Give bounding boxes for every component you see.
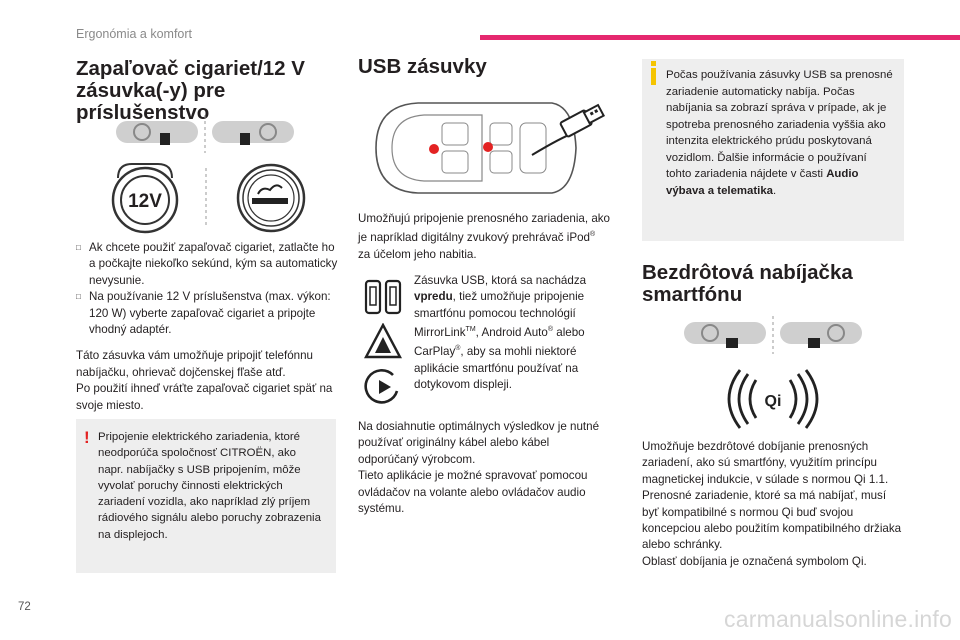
lighter-section: Zapaľovač cigariet/12 V zásuvka(-y) pre … [76,58,338,124]
android-auto-icon [364,323,402,359]
page-number: 72 [18,601,31,613]
usb-title: USB zásuvky [358,55,487,78]
lighter-instructions: Ak chcete použiť zapaľovač cigariet, zat… [76,240,338,338]
header-accent-bar [480,35,960,40]
lighter-usage-text: Táto zásuvka vám umožňuje pripojiť telef… [76,349,333,412]
info-box: Počas používania zásuvky USB sa prenosné… [642,59,904,241]
wireless-title: Bezdrôtová nabíjačka smartfónu [642,261,853,306]
usb-socket-text: Zásuvka USB, ktorá sa nachádza vpredu, t… [414,274,587,392]
warning-box: ! Pripojenie elektrického zariadenia, kt… [76,419,336,573]
usb-cable-text: Na dosiahnutie optimálnych výsledkov je … [358,420,600,516]
qi-label: Qi [765,393,782,410]
car-usb-location-illustration [375,102,606,194]
watermark: carmanualsonline.info [724,606,952,632]
list-item: Ak chcete použiť zapaľovač cigariet, zat… [76,240,338,289]
wireless-text: Umožňuje bezdrôtové dobíjanie prenosných… [642,440,902,568]
carplay-icon [364,369,399,404]
socket-label: 12V [128,191,162,212]
usb-section: USB zásuvky [358,56,610,78]
mirrorlink-icon [364,279,402,315]
divider-icon [205,168,207,228]
list-item: Na používanie 12 V príslušenstva (max. v… [76,289,338,338]
warning-text: Pripojenie elektrického zariadenia, ktor… [98,431,321,541]
usb-intro-text: Umožňujú pripojenie prenosného zariadeni… [358,212,611,261]
warning-icon: ! [84,428,90,447]
lighter-title: Zapaľovač cigariet/12 V zásuvka(-y) pre … [76,57,305,124]
info-icon [651,61,656,85]
dashboard-charger-location-icon [684,316,862,354]
12v-socket-icon: 12V [111,163,179,234]
info-text: Počas používania zásuvky USB sa prenosné… [666,69,893,197]
qi-symbol-icon: Qi [727,369,819,429]
cigarette-lighter-icon [236,163,306,233]
dashboard-location-icon [116,115,294,153]
section-header: Ergonómia a komfort [76,27,193,41]
